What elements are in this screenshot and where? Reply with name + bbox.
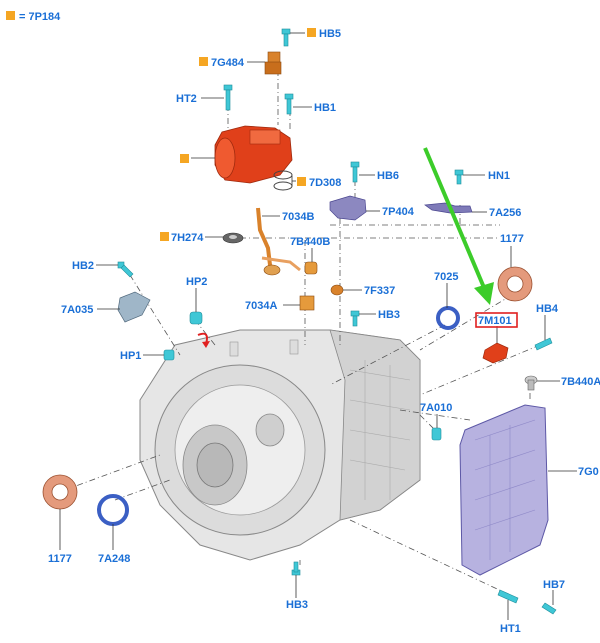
leader-lines bbox=[59, 32, 577, 620]
label-hb6: HB6 bbox=[377, 170, 399, 182]
center-lines bbox=[64, 70, 541, 596]
label-7025: 7025 bbox=[434, 271, 458, 283]
marker-7d308-icon bbox=[297, 177, 306, 186]
label-hb2: HB2 bbox=[72, 260, 94, 272]
label-hb1: HB1 bbox=[314, 102, 336, 114]
fitting-7g484 bbox=[264, 51, 282, 75]
bolt-hb2-icon bbox=[117, 261, 134, 278]
marker-hb5-icon bbox=[307, 28, 316, 37]
bolt-hn1-icon bbox=[454, 169, 464, 185]
bolt-7a010-icon bbox=[431, 427, 442, 441]
ring-7a248 bbox=[97, 494, 129, 526]
label-7034b: 7034B bbox=[282, 211, 314, 223]
seal-1177-left bbox=[42, 474, 78, 510]
marker-squares bbox=[160, 28, 316, 241]
fitting-7034a bbox=[299, 295, 315, 311]
bolt-hb1-icon bbox=[284, 93, 294, 115]
bolt-hp2-icon bbox=[189, 311, 203, 325]
label-1177-right: 1177 bbox=[500, 233, 524, 245]
ring-7025 bbox=[436, 306, 460, 330]
transmission-housing bbox=[139, 329, 421, 561]
highlight-box-7m101 bbox=[475, 312, 518, 328]
filter-7b440b bbox=[304, 261, 318, 275]
bolt-ht1-icon bbox=[497, 589, 519, 604]
label-hb7: HB7 bbox=[543, 579, 565, 591]
curved-arrow-head-icon bbox=[202, 341, 210, 348]
label-7a256: 7A256 bbox=[489, 207, 521, 219]
label-7d308: 7D308 bbox=[309, 177, 341, 189]
label-7p404: 7P404 bbox=[382, 206, 415, 218]
part-7m101 bbox=[482, 342, 509, 364]
green-pointer-arrow-icon bbox=[423, 147, 494, 305]
solenoid-valve-body bbox=[214, 125, 293, 184]
bolt-hb3-upper-icon bbox=[350, 310, 360, 327]
label-hb5: HB5 bbox=[319, 28, 341, 40]
bolt-hb4-icon bbox=[534, 337, 553, 351]
label-7a248: 7A248 bbox=[98, 553, 130, 565]
marker-7h274-icon bbox=[160, 232, 169, 241]
bolts bbox=[117, 28, 557, 615]
oil-tube-7034b bbox=[256, 207, 301, 276]
label-7a035: 7A035 bbox=[61, 304, 93, 316]
label-hp1: HP1 bbox=[120, 350, 141, 362]
seal-1177-right bbox=[497, 266, 533, 302]
legend-text: = 7P184 bbox=[19, 11, 61, 23]
bolt-hb3-lower-icon bbox=[291, 561, 301, 576]
bracket-7a035 bbox=[117, 291, 151, 323]
bolt-ht2-icon bbox=[223, 84, 233, 111]
label-7g484: 7G484 bbox=[211, 57, 245, 69]
label-hb3-upper: HB3 bbox=[378, 309, 400, 321]
label-7b440b: 7B440B bbox=[290, 236, 330, 248]
label-hp2: HP2 bbox=[186, 276, 207, 288]
label-7034a: 7034A bbox=[245, 300, 277, 312]
bolt-hb6-icon bbox=[350, 161, 360, 183]
label-ht1: HT1 bbox=[500, 623, 521, 635]
label-ht2: HT2 bbox=[176, 93, 197, 105]
part-labels: HB5 7G484 HT2 HB1 7D308 HB6 HN1 7P404 7A… bbox=[48, 28, 600, 635]
label-7b440a: 7B440A bbox=[561, 376, 600, 388]
label-7g0: 7G0 bbox=[578, 466, 599, 478]
fitting-7f337 bbox=[330, 284, 344, 296]
label-hb3-lower: HB3 bbox=[286, 599, 308, 611]
bracket-7p404 bbox=[329, 195, 367, 221]
label-7m101: 7M101 bbox=[478, 315, 512, 327]
label-hb4: HB4 bbox=[536, 303, 559, 315]
legend-square-icon bbox=[6, 11, 15, 20]
bolt-hp1-icon bbox=[163, 349, 175, 361]
bolt-hb7-icon bbox=[541, 602, 557, 615]
side-cover-7g0 bbox=[459, 404, 549, 576]
label-7h274: 7H274 bbox=[171, 232, 204, 244]
washer-7h274 bbox=[222, 232, 244, 244]
plug-7b440a bbox=[524, 375, 538, 391]
label-1177-left: 1177 bbox=[48, 553, 72, 565]
label-7a010: 7A010 bbox=[420, 402, 452, 414]
marker-solenoid-icon bbox=[180, 154, 189, 163]
label-7f337: 7F337 bbox=[364, 285, 395, 297]
bolt-hb5-icon bbox=[281, 28, 291, 47]
label-hn1: HN1 bbox=[488, 170, 510, 182]
marker-7g484-icon bbox=[199, 57, 208, 66]
